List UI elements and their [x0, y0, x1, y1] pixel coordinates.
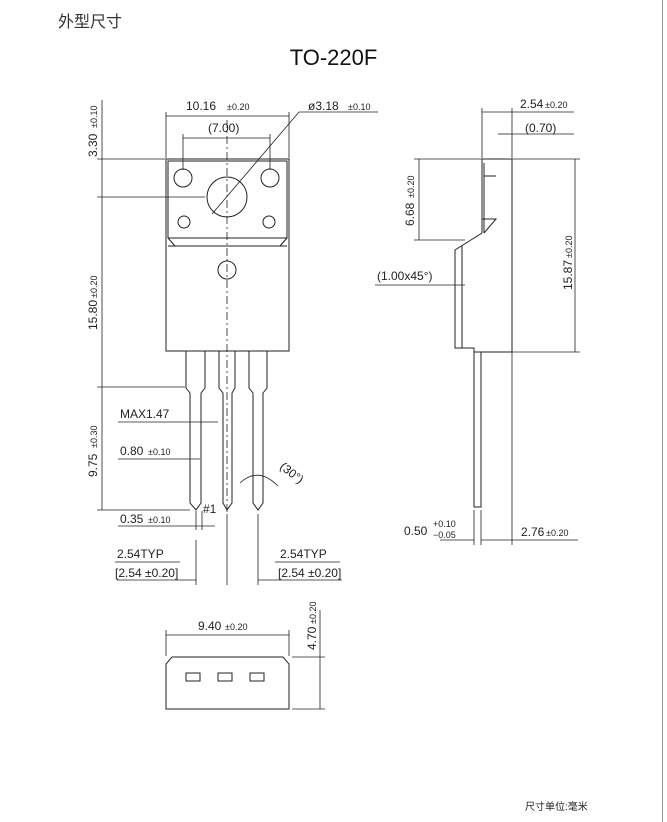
- dim-inner-width: (7.00): [208, 121, 239, 135]
- front-dimension-lines: [97, 100, 342, 585]
- section-heading: 外型尺寸: [58, 14, 123, 31]
- dim-lead-thick-minus: −0.05: [433, 530, 456, 540]
- bottom-view: [165, 656, 290, 710]
- package-title: TO-220F: [289, 45, 378, 70]
- dim-lead-offset: 2.76: [521, 525, 545, 539]
- dim-max-lead: MAX1.47: [120, 407, 170, 421]
- dim-lead-thick: 0.50: [404, 524, 428, 538]
- dim-top-height: 3.30: [86, 133, 100, 157]
- side-dimension-lines: [375, 108, 580, 545]
- dim-body-height-tol: ±0.20: [89, 276, 99, 298]
- side-lead: [473, 351, 482, 508]
- dim-bottom-width-tol: ±0.20: [225, 622, 247, 632]
- dim-side-height-tol: ±0.20: [564, 236, 574, 258]
- bottom-dimension-lines: [165, 610, 325, 710]
- dim-angle: (30°): [277, 459, 306, 486]
- unit-note: 尺寸单位:毫米: [525, 802, 588, 813]
- dim-side-thickness: 2.54: [520, 97, 544, 111]
- bottom-outline: [165, 656, 290, 710]
- dim-lead-thickness-front-tol: ±0.10: [148, 515, 170, 525]
- small-hole-tr: [260, 168, 280, 188]
- dim-top-height-tol: ±0.10: [89, 106, 99, 128]
- dim-side-thickness-tol: ±0.20: [545, 100, 567, 110]
- dim-pitch-tol-right: [2.54 ±0.20]: [278, 566, 341, 580]
- dim-body-height: 15.80: [86, 300, 100, 330]
- dim-lead-length-tol: ±0.30: [89, 426, 99, 448]
- dim-width-main: 10.16: [186, 99, 216, 113]
- front-leads: [185, 351, 268, 511]
- small-hole-tl: [173, 168, 193, 188]
- dim-lead-thick-plus: +0.10: [433, 519, 456, 529]
- dim-lead-thickness-front: 0.35: [120, 512, 144, 526]
- dim-lead-width: 0.80: [120, 444, 144, 458]
- page-edge-line: [662, 0, 663, 822]
- small-hole-bl: [177, 215, 191, 229]
- front-view: [165, 111, 378, 515]
- dim-lead-width-tol: ±0.10: [148, 447, 170, 457]
- dim-side-height: 15.87: [561, 260, 575, 290]
- dim-pitch-tol-left: [2.54 ±0.20]: [115, 566, 178, 580]
- dim-hole-tol: ±0.10: [348, 102, 370, 112]
- side-body-outline: [454, 158, 513, 353]
- dim-lead-length: 9.75: [86, 453, 100, 477]
- dim-bottom-height-tol: ±0.20: [308, 602, 318, 624]
- dim-hole: ø3.18: [308, 99, 339, 113]
- dim-bottom-height: 4.70: [305, 626, 319, 650]
- side-view: [454, 158, 513, 508]
- small-hole-br: [262, 215, 276, 229]
- dim-side-tab: (0.70): [525, 121, 556, 135]
- dim-chamfer: (1.00x45°): [377, 269, 433, 283]
- pin-one-label: #1: [203, 502, 217, 516]
- dim-width-main-tol: ±0.20: [227, 102, 249, 112]
- front-body-outline: [165, 158, 290, 352]
- dim-bottom-width: 9.40: [198, 619, 222, 633]
- dim-side-upper-tol: ±0.20: [406, 176, 416, 198]
- dim-pitch-typ-left: 2.54TYP: [117, 547, 164, 561]
- dim-lead-offset-tol: ±0.20: [546, 528, 568, 538]
- front-tab-region: [167, 160, 288, 239]
- dim-side-upper: 6.68: [403, 202, 417, 226]
- dim-pitch-typ-right: 2.54TYP: [280, 547, 327, 561]
